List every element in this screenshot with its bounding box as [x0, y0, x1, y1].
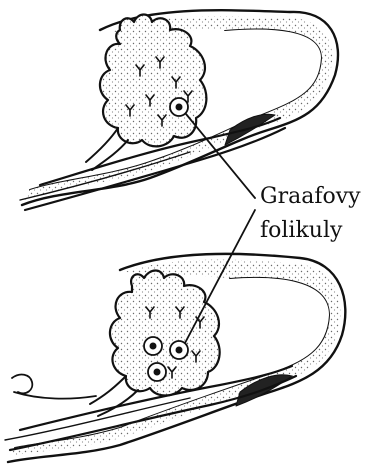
top-follicle-inner: [176, 104, 183, 111]
graafian-follicles-label-line2: folikuly: [260, 220, 342, 242]
top-ovary-stalk-2: [92, 140, 128, 170]
bottom-follicle-1-inner: [150, 343, 157, 350]
bottom-ovary-stalk: [90, 376, 126, 404]
bottom-follicle-2-inner: [176, 347, 183, 354]
bottom-ovary: [5, 254, 345, 462]
bottom-follicle-3-inner: [154, 369, 161, 376]
bottom-loop: [12, 375, 32, 394]
top-ovary-body: [100, 15, 206, 147]
graafian-follicles-label-line1: Graafovy: [260, 186, 361, 208]
top-ovary: [20, 10, 338, 210]
top-ovary-stalk: [86, 128, 118, 162]
